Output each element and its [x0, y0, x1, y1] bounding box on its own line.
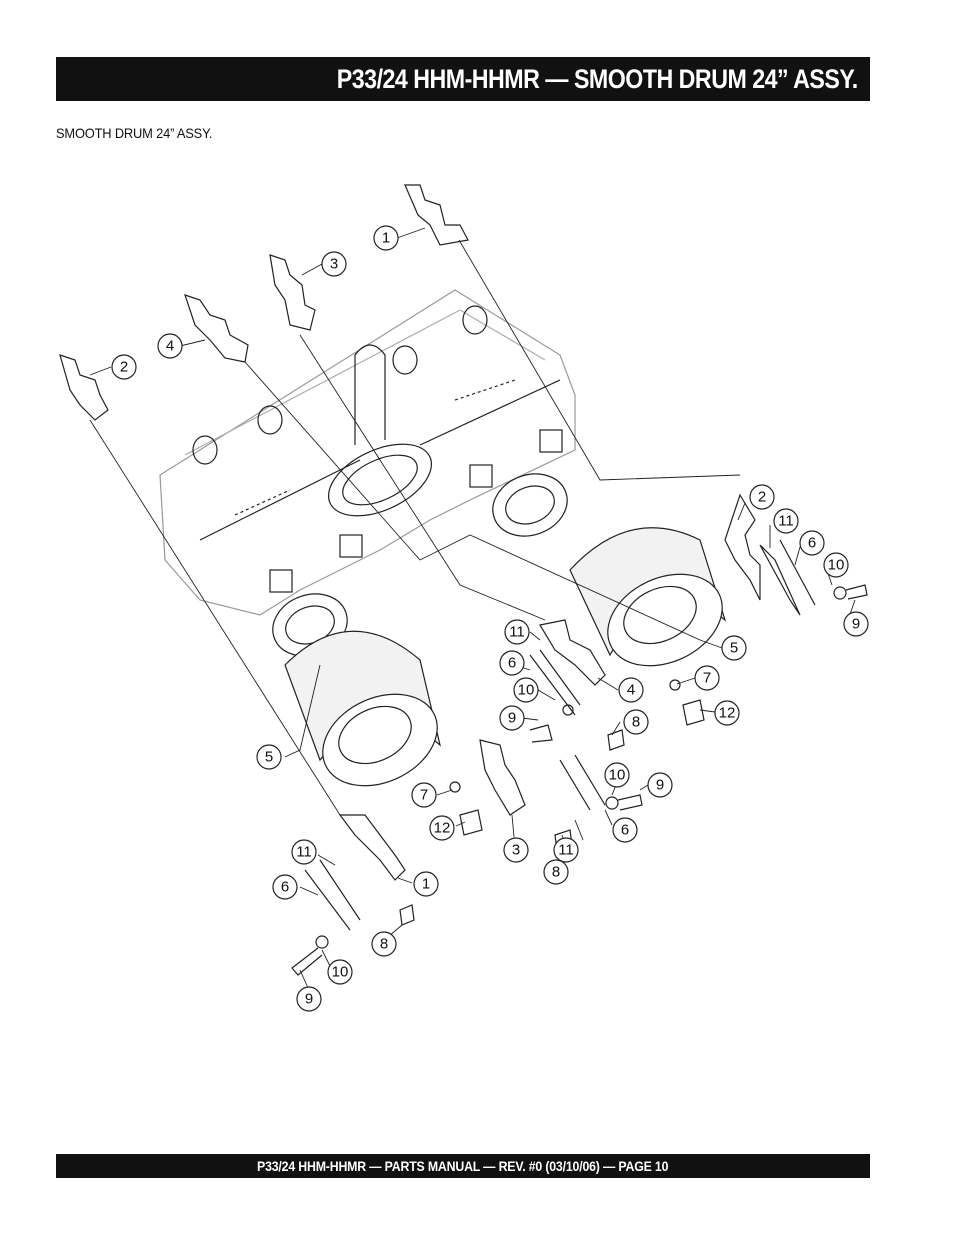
- callout-6-mid: [499, 650, 525, 676]
- callout-8-left-label: 8: [380, 936, 388, 953]
- callout-5-left: [256, 744, 282, 770]
- callout-8-low: [543, 859, 569, 885]
- callout-9-mid: [499, 705, 525, 731]
- exploded-parts-diagram: 1 3 4 2 2 11 6 10 9 5 7 12 11 6 10 4 9 8…: [59, 184, 869, 1012]
- callout-11-mid: [504, 619, 530, 645]
- callout-9-left: [296, 986, 322, 1012]
- callout-2-left: [111, 354, 137, 380]
- callout-2-left-label: 2: [120, 359, 128, 376]
- callout-7-right: [694, 665, 720, 691]
- callout-10-mid-label: 10: [518, 682, 535, 699]
- callout-11-left-label: 11: [296, 844, 312, 861]
- leader-lines: [89, 227, 856, 989]
- callout-3-top-label: 3: [330, 256, 338, 273]
- callout-6-right: [799, 530, 825, 556]
- callout-11-low: [553, 837, 579, 863]
- callout-5-right-label: 5: [730, 640, 738, 657]
- callout-8-mid: [623, 709, 649, 735]
- callout-4-top-label: 4: [166, 338, 174, 355]
- callout-3-low: [503, 837, 529, 863]
- callout-7-right-label: 7: [703, 670, 711, 687]
- callout-2-right: [749, 484, 775, 510]
- callout-12-left: [429, 815, 455, 841]
- callout-8-low-label: 8: [552, 864, 560, 881]
- callout-3-top: [321, 251, 347, 277]
- callout-4-mid: [618, 677, 644, 703]
- callout-6-mid-label: 6: [508, 655, 516, 672]
- callout-11-left: [291, 839, 317, 865]
- callout-11-mid-label: 11: [509, 624, 525, 641]
- callout-10-left-label: 10: [332, 964, 349, 981]
- callout-8-mid-label: 8: [632, 714, 640, 731]
- callout-2-right-label: 2: [758, 489, 766, 506]
- callout-6-left: [272, 874, 298, 900]
- drum-right: [569, 527, 727, 667]
- callout-6-low: [612, 817, 638, 843]
- drum-left: [284, 630, 442, 787]
- callout-9-right: [843, 611, 869, 637]
- page-title-bar: P33/24 HHM-HHMR — SMOOTH DRUM 24” ASSY.: [56, 57, 870, 101]
- roller-frame: [159, 289, 576, 657]
- callout-5-left-label: 5: [265, 749, 273, 766]
- callout-9-low: [647, 772, 673, 798]
- callout-11-right-label: 11: [778, 513, 794, 530]
- callout-1-low-label: 1: [422, 876, 430, 893]
- callout-10-right-label: 10: [828, 557, 845, 574]
- callout-12-left-label: 12: [434, 820, 451, 837]
- callout-6-right-label: 6: [808, 535, 816, 552]
- callout-7-left: [411, 782, 437, 808]
- callout-10-left: [327, 959, 353, 985]
- section-caption: SMOOTH DRUM 24” ASSY.: [56, 125, 213, 141]
- callout-4-top: [157, 333, 183, 359]
- callout-8-left: [371, 931, 397, 957]
- callout-11-right: [773, 508, 799, 534]
- callout-7-left-label: 7: [420, 787, 428, 804]
- callout-10-low: [604, 762, 630, 788]
- callout-11-low-label: 11: [558, 842, 574, 859]
- callout-1-top: [373, 225, 399, 251]
- page-footer: P33/24 HHM-HHMR — PARTS MANUAL — REV. #0…: [257, 1158, 669, 1174]
- callout-10-low-label: 10: [609, 767, 626, 784]
- callout-4-mid-label: 4: [627, 682, 635, 699]
- callout-1-top-label: 1: [382, 230, 390, 247]
- scraper-brackets: [59, 184, 816, 931]
- callout-10-right: [823, 552, 849, 578]
- callout-10-mid: [513, 677, 539, 703]
- callout-3-low-label: 3: [512, 842, 520, 859]
- callout-12-right-label: 12: [719, 705, 736, 722]
- callout-12-right: [714, 700, 740, 726]
- callout-9-mid-label: 9: [508, 710, 516, 727]
- callout-9-left-label: 9: [305, 991, 313, 1008]
- callout-9-low-label: 9: [656, 777, 664, 794]
- callout-6-left-label: 6: [281, 879, 289, 896]
- callout-6-low-label: 6: [621, 822, 629, 839]
- callout-1-low: [413, 871, 439, 897]
- page-footer-bar: P33/24 HHM-HHMR — PARTS MANUAL — REV. #0…: [56, 1154, 870, 1178]
- callout-9-right-label: 9: [852, 616, 860, 633]
- callout-5-right: [721, 635, 747, 661]
- page-title: P33/24 HHM-HHMR — SMOOTH DRUM 24” ASSY.: [337, 63, 858, 94]
